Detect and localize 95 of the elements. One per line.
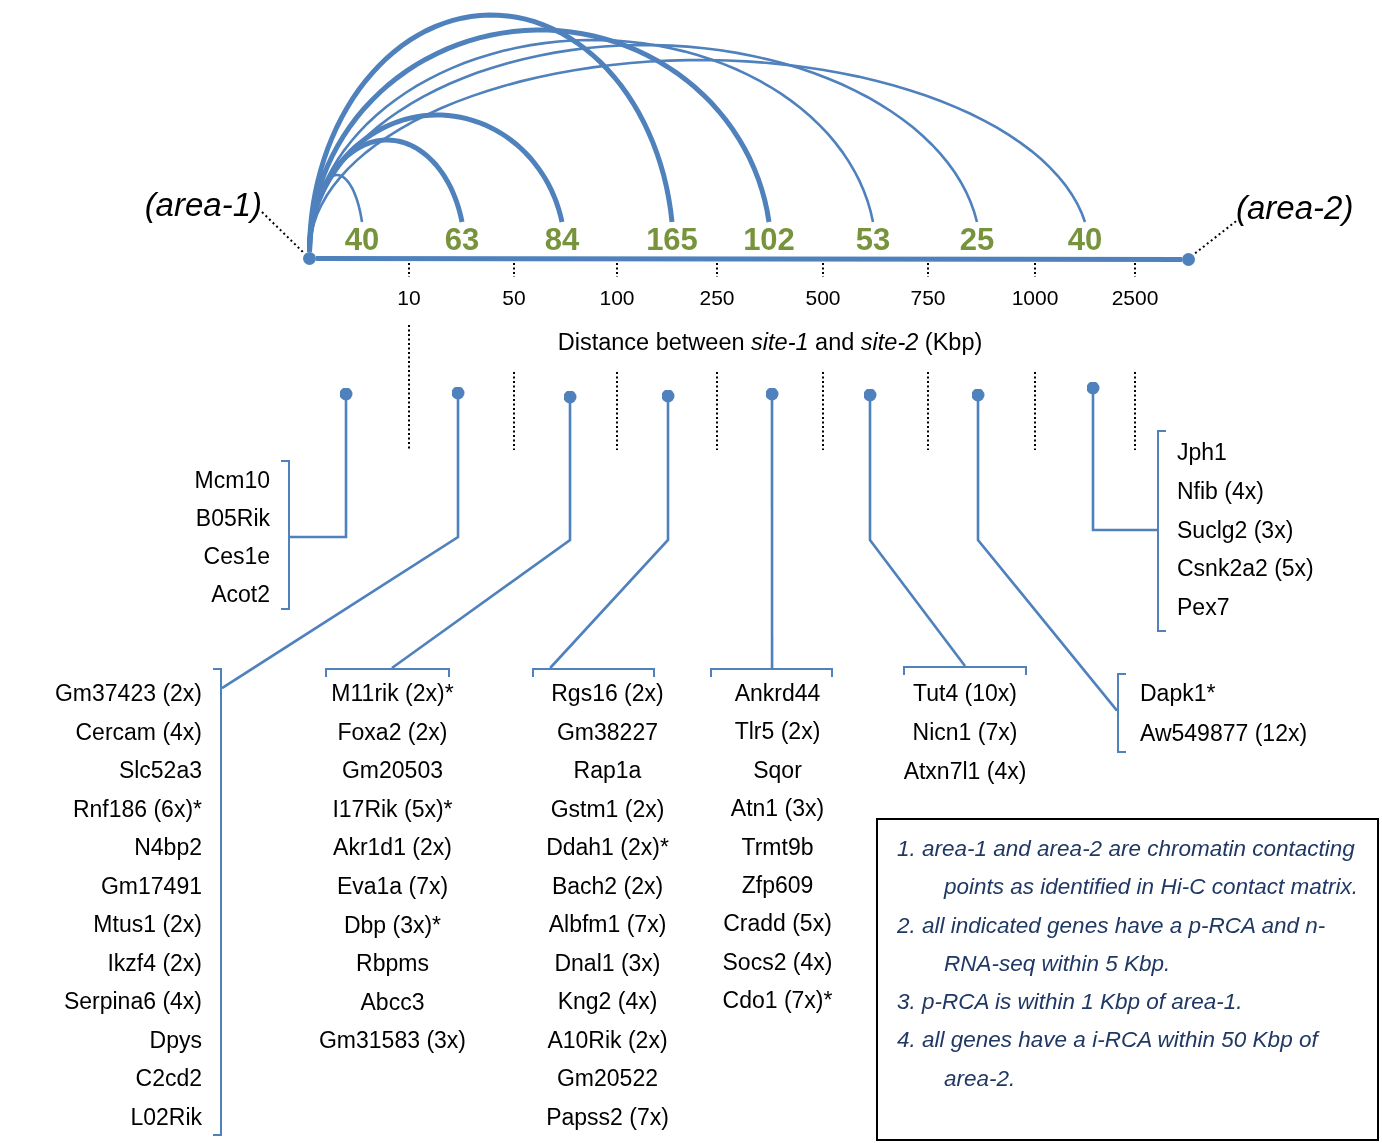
note-box	[876, 818, 1379, 1141]
area-label: (area-2)	[1236, 186, 1382, 230]
gene-label: Atn1 (3x)	[729, 794, 826, 824]
gene-label: Suclg2 (3x)	[1177, 515, 1295, 545]
area-label: (area-1)	[100, 183, 262, 227]
gene-label: B05Rik	[194, 504, 270, 533]
lollipop-connector	[290, 387, 353, 539]
gene-label: Kng2 (4x)	[556, 987, 659, 1016]
gene-label: Socs2 (4x)	[721, 947, 834, 977]
lollipop-connector	[391, 390, 577, 670]
gene-label: Pex7	[1177, 593, 1231, 622]
lollipop-connector	[221, 386, 465, 690]
tick-label: 100	[598, 285, 636, 311]
gene-label: Sqor	[752, 755, 803, 785]
contact-point-dot	[1182, 253, 1195, 266]
lollipop-connector	[863, 388, 967, 667]
contact-count: 102	[735, 222, 803, 258]
gene-label: Rnf186 (6x)*	[71, 794, 202, 824]
gene-label: Gm37423 (2x)	[54, 679, 202, 708]
gene-label: A10Rik (2x)	[546, 1025, 669, 1055]
tick-label: 750	[909, 285, 947, 311]
axis-line	[316, 256, 1182, 262]
leader-line	[261, 211, 306, 255]
note-item: 2. all indicated genes have a p-RCA and n-RNA-seq within 5 Kbp.	[896, 911, 1327, 978]
gene-label: M11rik (2x)*	[330, 679, 455, 708]
contact-count: 63	[428, 222, 496, 258]
gene-label: Gm38227	[556, 717, 659, 747]
tick-label: 2500	[1110, 285, 1160, 311]
gene-label: Nfib (4x)	[1177, 476, 1265, 506]
gene-label: Mtus1 (2x)	[92, 910, 202, 939]
gene-label: Ankrd44	[733, 679, 822, 708]
contact-count: 165	[638, 222, 706, 258]
gene-label: Zfp609	[740, 871, 815, 901]
contact-count: 53	[839, 222, 907, 258]
contact-point-dot	[303, 252, 316, 265]
gene-label: Eva1a (7x)	[335, 871, 450, 901]
contact-count: 40	[1051, 222, 1119, 258]
tick-label: 1000	[1010, 285, 1060, 311]
gene-label: Rgs16 (2x)	[550, 679, 665, 708]
gene-label: Foxa2 (2x)	[336, 717, 449, 747]
contact-count: 40	[328, 222, 396, 258]
contact-arc	[307, 27, 772, 253]
gene-label: Cdo1 (7x)*	[721, 986, 834, 1016]
leader-line	[1192, 220, 1237, 256]
gene-label: Gm20503	[341, 756, 444, 786]
gene-label: Dnal1 (3x)	[553, 948, 662, 978]
note-item: 4. all genes have a i-RCA within 50 Kbp of area-2.	[896, 1026, 1321, 1093]
lollipop-connector	[971, 388, 1118, 712]
gene-label: Ikzf4 (2x)	[106, 948, 202, 978]
gene-label: Abcc3	[359, 987, 426, 1017]
note-item: 1. area-1 and area-2 are chromatin contacting points as identified in Hi-C contact matrix.	[896, 835, 1359, 902]
gene-label: Tlr5 (2x)	[733, 717, 822, 747]
gene-label: Bach2 (2x)	[550, 871, 665, 901]
gene-label: Tut4 (10x)	[912, 679, 1018, 708]
gene-label: Cradd (5x)	[722, 909, 833, 939]
gene-label: L02Rik	[129, 1102, 202, 1132]
gene-label: I17Rik (5x)*	[331, 794, 454, 824]
tick-label: 50	[501, 285, 527, 311]
gene-label: Serpina6 (4x)	[62, 987, 202, 1016]
tick-label: 10	[396, 285, 422, 311]
tick-label: 500	[804, 285, 842, 311]
gene-label: Gm31583 (3x)	[318, 1026, 467, 1056]
gene-label: N4bp2	[133, 833, 202, 862]
gene-label: Nicn1 (7x)	[911, 718, 1019, 747]
gene-label: Ces1e	[202, 542, 270, 571]
gene-label: Rap1a	[572, 756, 643, 785]
gene-label: Mcm10	[193, 466, 270, 495]
lollipop-connector	[549, 389, 675, 669]
gene-label: Acot2	[210, 580, 270, 609]
gene-label: Slc52a3	[117, 756, 202, 785]
gene-label: Gstm1 (2x)	[549, 794, 666, 824]
gene-label: Cercam (4x)	[74, 717, 202, 747]
gene-label: Atxn7l1 (4x)	[902, 757, 1028, 786]
note-item: 3. p-RCA is within 1 Kbp of area-1.	[896, 988, 1244, 1017]
gene-label: Gm20522	[556, 1064, 659, 1093]
gene-label: Dpys	[148, 1025, 202, 1055]
lollipop-connector	[1086, 381, 1157, 532]
gene-label: C2cd2	[134, 1064, 202, 1093]
gene-label: Akr1d1 (2x)	[332, 833, 453, 863]
contact-count: 84	[528, 222, 596, 258]
gene-label: Papss2 (7x)	[545, 1102, 670, 1132]
gene-label: Gm17491	[100, 871, 202, 901]
gene-label: Aw549877 (12x)	[1140, 719, 1309, 748]
gene-label: Dapk1*	[1140, 679, 1217, 708]
axis-title: Distance between site-1 and site-2 (Kbp)	[556, 328, 984, 357]
tick-label: 250	[698, 285, 736, 311]
lollipop-connector	[765, 387, 779, 668]
gene-label: Rbpms	[355, 949, 430, 979]
gene-label: Dbp (3x)*	[342, 910, 443, 940]
contact-count: 25	[943, 222, 1011, 258]
gene-label: Csnk2a2 (5x)	[1177, 554, 1315, 584]
gene-label: Jph1	[1177, 438, 1228, 467]
gene-label: Trmt9b	[740, 832, 815, 862]
gene-label: Albfm1 (7x)	[547, 910, 668, 939]
gene-label: Ddah1 (2x)*	[545, 833, 670, 862]
